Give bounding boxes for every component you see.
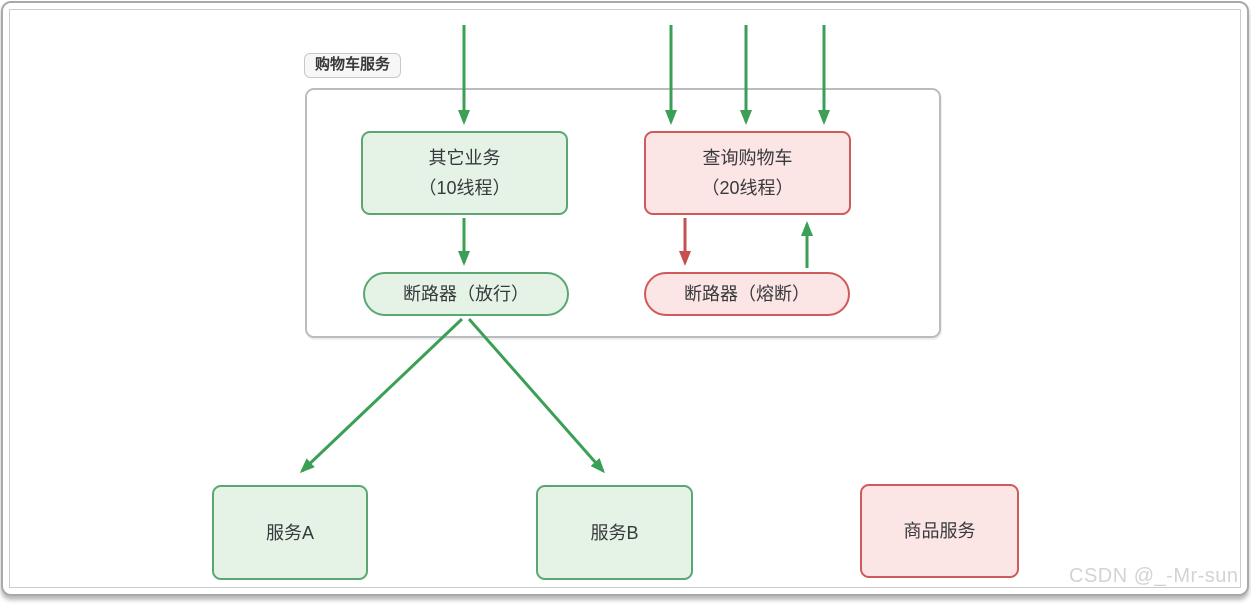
node-service-b-label: 服务B: [590, 522, 639, 543]
node-other-business-line2: （10线程）: [418, 178, 511, 198]
node-service-a-label: 服务A: [265, 522, 314, 543]
node-circuit-breaker-fuse: 断路器（熔断）: [644, 272, 850, 316]
inner-frame: [9, 9, 1241, 588]
node-query-cart-line2: （20线程）: [701, 178, 794, 198]
node-circuit-breaker-pass-label: 断路器（放行）: [403, 284, 529, 304]
cart-service-badge: 购物车服务: [304, 53, 402, 78]
node-query-cart: 查询购物车 （20线程）: [644, 131, 851, 215]
node-product-service: 商品服务: [860, 484, 1019, 578]
node-product-service-label: 商品服务: [903, 521, 976, 541]
node-circuit-breaker-pass: 断路器（放行）: [363, 272, 569, 316]
node-circuit-breaker-fuse-label: 断路器（熔断）: [684, 284, 810, 304]
node-query-cart-line1: 查询购物车: [702, 148, 793, 168]
node-service-a: 服务A: [212, 485, 368, 580]
node-other-business: 其它业务 （10线程）: [361, 131, 568, 215]
cart-service-badge-label: 购物车服务: [315, 56, 391, 73]
node-service-b: 服务B: [536, 485, 693, 580]
node-other-business-line1: 其它业务: [428, 148, 501, 168]
csdn-watermark: CSDN @_-Mr-sun: [1069, 565, 1239, 587]
